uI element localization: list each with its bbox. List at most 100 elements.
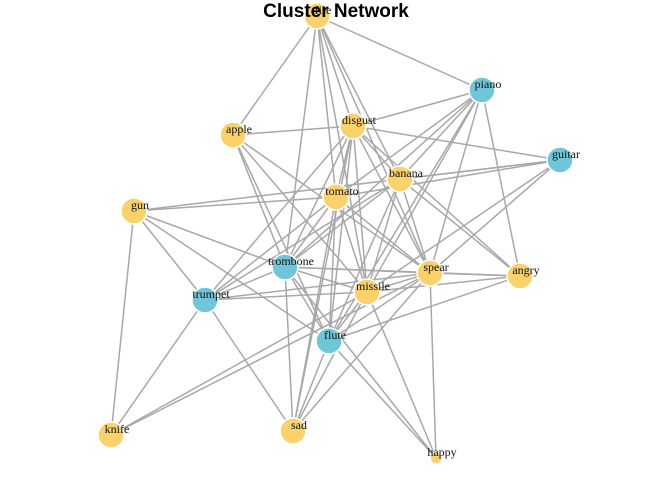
node-tomato[interactable]: tomato — [322, 183, 359, 211]
edge-gun-flute — [133, 210, 330, 342]
node-label-gun: gun — [131, 198, 149, 212]
edge-disgust-angry — [352, 125, 521, 277]
edge-apple-disgust — [232, 125, 354, 136]
node-circle-knife[interactable] — [97, 421, 125, 449]
node-label-knife: knife — [105, 422, 130, 436]
node-label-fire: fire — [315, 3, 332, 17]
node-trombone[interactable]: trombone — [268, 253, 314, 281]
node-label-tomato: tomato — [325, 184, 358, 198]
edge-spear-angry — [429, 272, 521, 277]
edge-gun-trombone — [133, 210, 286, 268]
node-gun[interactable]: gun — [120, 197, 149, 225]
node-circle-trumpet[interactable] — [191, 286, 219, 314]
chart-title: Cluster Network — [263, 1, 409, 22]
edge-spear-happy — [429, 272, 437, 459]
node-label-disgust: disgust — [342, 113, 377, 127]
edge-piano-banana — [399, 89, 483, 180]
node-circle-happy[interactable] — [429, 451, 443, 465]
node-circle-sad[interactable] — [279, 417, 307, 445]
edge-tomato-gun — [133, 196, 337, 212]
node-circle-flute[interactable] — [315, 327, 343, 355]
edge-banana-angry — [399, 178, 521, 277]
node-circle-spear[interactable] — [416, 259, 444, 287]
edge-tomato-missile — [335, 196, 368, 293]
edge-spear-trumpet — [204, 272, 431, 301]
node-label-happy: happy — [427, 445, 456, 459]
edge-guitar-spear — [429, 159, 561, 274]
node-label-trumpet: trumpet — [192, 287, 230, 301]
edge-trombone-missile — [284, 266, 368, 293]
edge-tomato-spear — [335, 196, 431, 274]
edge-guitar-missile — [366, 159, 561, 293]
node-circle-piano[interactable] — [468, 76, 496, 104]
edge-fire-piano — [316, 15, 483, 91]
node-label-flute: flute — [324, 328, 346, 342]
edge-disgust-trumpet — [204, 125, 354, 301]
edge-piano-trombone — [284, 89, 483, 268]
node-knife[interactable]: knife — [97, 421, 130, 449]
nodes-layer: fire piano apple disgust guitar banana tomato g… — [97, 2, 580, 465]
node-circle-disgust[interactable] — [339, 112, 367, 140]
node-angry[interactable]: angry — [506, 262, 540, 290]
edge-banana-spear — [399, 178, 431, 274]
edge-tomato-trombone — [284, 196, 337, 268]
node-trumpet[interactable]: trumpet — [191, 286, 230, 314]
node-label-apple: apple — [226, 122, 252, 136]
node-circle-apple[interactable] — [219, 121, 247, 149]
node-label-sad: sad — [291, 418, 307, 432]
edge-trombone-happy — [284, 266, 437, 459]
node-disgust[interactable]: disgust — [339, 112, 377, 140]
edge-piano-disgust — [352, 89, 483, 127]
node-circle-banana[interactable] — [386, 165, 414, 193]
node-label-banana: banana — [389, 166, 424, 180]
node-spear[interactable]: spear — [416, 259, 449, 287]
node-circle-fire[interactable] — [303, 2, 331, 30]
edge-spear-sad — [292, 272, 431, 432]
edge-tomato-trumpet — [204, 196, 337, 301]
node-missile[interactable]: missile — [353, 278, 390, 306]
edge-angry-missile — [366, 275, 521, 293]
node-circle-gun[interactable] — [120, 197, 148, 225]
node-label-guitar: guitar — [552, 147, 580, 161]
edge-banana-flute — [328, 178, 401, 342]
edge-piano-tomato — [335, 89, 483, 198]
edge-trombone-trumpet — [204, 266, 286, 301]
edge-tomato-sad — [292, 196, 337, 432]
node-label-piano: piano — [475, 77, 502, 91]
node-label-spear: spear — [423, 260, 448, 274]
node-circle-guitar[interactable] — [546, 146, 574, 174]
edge-fire-apple — [232, 15, 318, 136]
edge-trombone-sad — [284, 266, 294, 432]
edge-spear-flute — [328, 272, 431, 342]
node-circle-missile[interactable] — [353, 278, 381, 306]
node-circle-angry[interactable] — [506, 262, 534, 290]
edge-angry-flute — [328, 275, 521, 342]
node-happy[interactable]: happy — [427, 445, 457, 465]
node-piano[interactable]: piano — [468, 76, 502, 104]
edge-trumpet-missile — [204, 291, 368, 301]
edge-fire-banana — [316, 15, 401, 180]
node-guitar[interactable]: guitar — [546, 146, 580, 174]
node-fire[interactable]: fire — [303, 2, 332, 30]
node-circle-trombone[interactable] — [271, 253, 299, 281]
edge-flute-happy — [328, 340, 437, 459]
edge-trumpet-sad — [204, 299, 294, 432]
edge-fire-missile — [316, 15, 368, 293]
node-apple[interactable]: apple — [219, 121, 252, 149]
node-circle-tomato[interactable] — [322, 183, 350, 211]
node-label-angry: angry — [512, 263, 539, 277]
node-flute[interactable]: flute — [315, 327, 346, 355]
edge-missile-sad — [292, 291, 368, 432]
node-banana[interactable]: banana — [386, 165, 424, 193]
edge-disgust-guitar — [352, 125, 561, 161]
node-label-trombone: trombone — [268, 254, 314, 268]
edge-flute-sad — [292, 340, 330, 432]
edge-guitar-gun — [133, 159, 561, 212]
edge-gun-knife — [110, 210, 135, 436]
node-sad[interactable]: sad — [279, 417, 307, 445]
node-label-missile: missile — [356, 279, 390, 293]
edge-banana-trombone — [284, 178, 401, 268]
edge-disgust-flute — [328, 125, 354, 342]
edge-fire-disgust — [316, 15, 354, 127]
